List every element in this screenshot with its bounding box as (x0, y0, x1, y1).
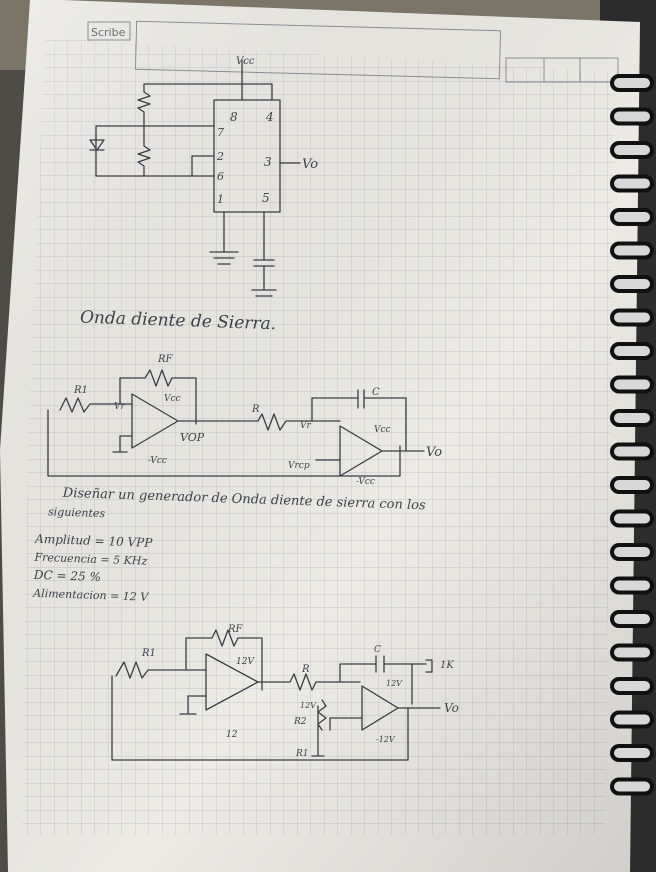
svg-text:12V: 12V (236, 657, 255, 667)
header-field-date (505, 57, 619, 83)
svg-text:1: 1 (217, 193, 224, 206)
spiral-ring (610, 107, 654, 126)
spiral-ring (610, 610, 654, 628)
svg-text:5: 5 (262, 191, 270, 205)
circuit-555: Vcc 8 4 7 2 3 6 1 5 Vo (89, 56, 318, 297)
spiral-ring (610, 543, 654, 561)
svg-text:2: 2 (216, 150, 224, 163)
svg-text:C: C (372, 387, 380, 398)
spiral-ring (610, 174, 654, 193)
spiral-binding (610, 74, 654, 796)
spiral-ring (610, 744, 654, 762)
svg-text:Frecuencia = 5 KHz: Frecuencia = 5 KHz (33, 551, 147, 568)
circuit-opamp-1: RF R1 Vr Vcc VOP -Vcc R Vr C Vcc Vrcp Vo… (47, 354, 442, 487)
spiral-ring (610, 308, 654, 327)
svg-text:Alimentacion = 12 V: Alimentacion = 12 V (32, 587, 149, 604)
svg-text:Vo: Vo (426, 445, 442, 460)
svg-text:7: 7 (217, 126, 224, 139)
spiral-ring (610, 141, 654, 159)
vcc-label: Vcc (236, 56, 255, 67)
svg-text:4: 4 (265, 110, 274, 124)
circuit-design: RF R1 12V 12 R C 1K 12V -12V Vo 12V R2 R… (111, 624, 459, 761)
svg-text:8: 8 (230, 110, 238, 124)
spiral-ring (610, 74, 654, 92)
svg-text:R1: R1 (141, 648, 156, 659)
svg-text:RF: RF (157, 354, 174, 365)
spiral-ring (610, 375, 654, 394)
header-field-main (134, 20, 502, 80)
brand-label: Scribe (91, 26, 126, 39)
spiral-ring (610, 509, 654, 528)
spiral-ring (610, 275, 654, 293)
svg-text:Amplitud = 10 VPP: Amplitud = 10 VPP (34, 532, 154, 550)
svg-text:Vcc: Vcc (164, 394, 181, 404)
svg-text:Vr: Vr (300, 421, 311, 431)
svg-text:-12V: -12V (376, 735, 396, 744)
svg-text:-Vcc: -Vcc (356, 477, 375, 487)
spiral-ring (610, 342, 654, 360)
svg-text:R2: R2 (293, 717, 307, 727)
svg-text:R1: R1 (73, 385, 88, 396)
svg-text:R1: R1 (295, 749, 309, 759)
spiral-ring (610, 409, 654, 427)
spiral-ring (610, 710, 654, 729)
svg-text:siguientes: siguientes (48, 505, 106, 520)
spiral-ring (610, 777, 654, 796)
spiral-ring (610, 476, 654, 494)
svg-text:R: R (251, 404, 260, 415)
svg-text:RF: RF (227, 624, 244, 635)
svg-text:VOP: VOP (180, 431, 205, 444)
svg-text:12: 12 (226, 730, 238, 740)
svg-text:Vo: Vo (444, 701, 459, 715)
spiral-ring (610, 208, 654, 226)
svg-text:-Vcc: -Vcc (148, 456, 167, 466)
svg-text:3: 3 (264, 155, 272, 169)
spiral-ring (610, 576, 654, 595)
spiral-ring (610, 442, 654, 461)
svg-text:6: 6 (217, 170, 224, 183)
brand-box (87, 21, 131, 41)
spiral-ring (610, 677, 654, 695)
svg-text:12V: 12V (386, 679, 403, 688)
spiral-ring (610, 241, 654, 260)
vo-label: Vo (302, 157, 318, 172)
svg-text:Vrcp: Vrcp (288, 461, 310, 471)
svg-text:Vr: Vr (114, 402, 125, 412)
svg-text:R: R (301, 664, 310, 675)
svg-text:1K: 1K (440, 660, 454, 671)
svg-text:C: C (374, 645, 381, 655)
svg-text:12V: 12V (300, 701, 317, 710)
page-shade (0, 0, 640, 872)
svg-text:Vcc: Vcc (374, 425, 391, 435)
svg-text:DC = 25 %: DC = 25 % (33, 568, 101, 584)
spiral-ring (610, 643, 654, 662)
